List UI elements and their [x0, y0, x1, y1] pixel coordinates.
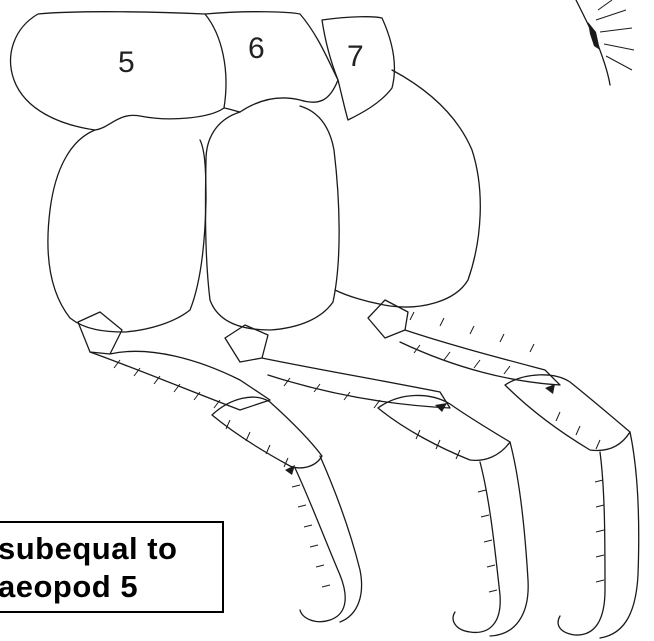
- leg-5-carpus: [90, 351, 270, 410]
- segment-label-7: 7: [347, 40, 364, 73]
- segment-label-6: 6: [248, 32, 265, 65]
- leg-5-merus: [78, 312, 122, 354]
- caption-line-1: subequal to: [0, 531, 177, 567]
- basis-5: [48, 130, 206, 332]
- leg-7-dactylus: [558, 432, 639, 638]
- basis-6: [205, 106, 339, 330]
- basis-7: [335, 70, 480, 307]
- leg-7-carpus: [400, 330, 560, 385]
- caption-line-2: aeopod 5: [0, 569, 138, 605]
- leg-6-merus: [225, 325, 268, 362]
- leg-5-propodus: [212, 397, 322, 468]
- leg-6-dactylus: [453, 442, 528, 636]
- leg-6-carpus: [262, 358, 450, 408]
- leg-7-propodus: [505, 375, 630, 451]
- leg-5-dactylus: [295, 456, 362, 622]
- caption-box: subequal to aeopod 5: [0, 521, 224, 613]
- appendage-fragment: [576, 0, 634, 85]
- segment-label-5: 5: [118, 46, 135, 79]
